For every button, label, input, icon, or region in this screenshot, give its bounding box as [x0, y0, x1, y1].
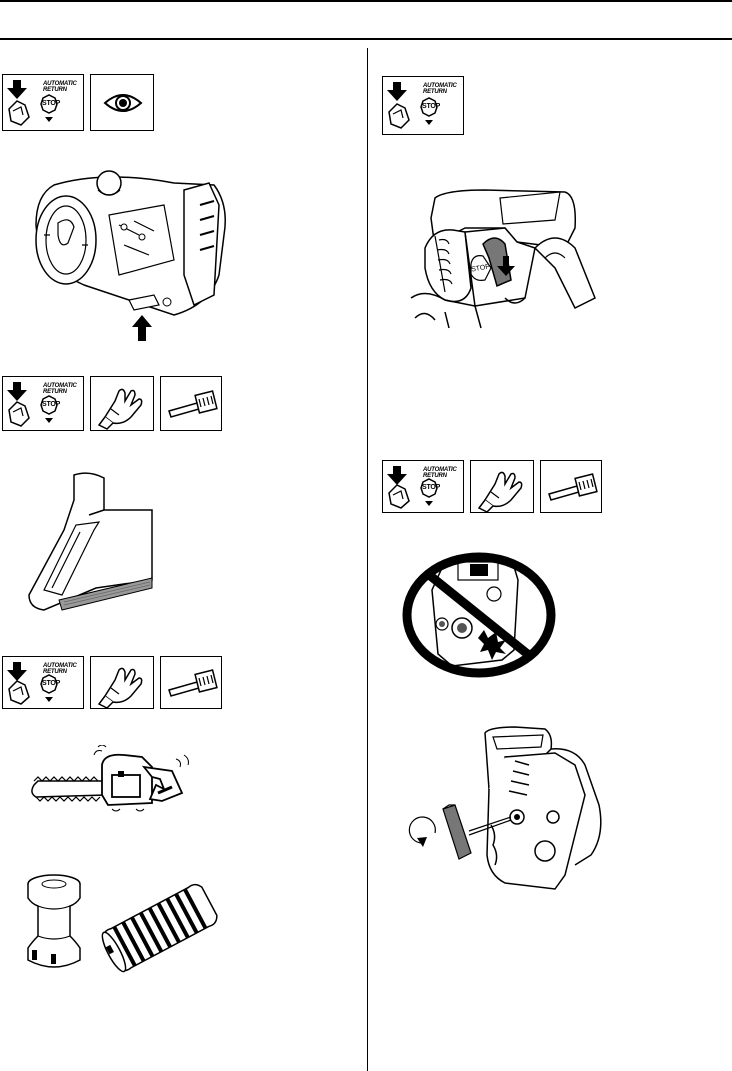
- auto-return-line2: RETURN: [423, 473, 447, 479]
- protective-glove-icon: [91, 657, 155, 710]
- stop-switch-illustration: STOP: [405, 188, 600, 333]
- auto-return-stop-symbol: AUTOMATIC RETURN STOP: [2, 656, 84, 709]
- brush-symbol: [160, 656, 222, 709]
- anti-vibration-elements-illustration: [24, 858, 244, 978]
- chain-catcher-illustration: [24, 470, 164, 620]
- auto-return-line2: RETURN: [43, 669, 67, 675]
- no-washing-icon: [407, 557, 551, 673]
- chainsaw-vibration-illustration: [24, 745, 194, 815]
- brush-symbol: [540, 460, 602, 513]
- stop-text: STOP: [42, 681, 60, 687]
- protective-glove-icon: [91, 377, 155, 432]
- protective-glove-icon: [471, 461, 535, 514]
- column-divider: [367, 48, 368, 1071]
- glove-symbol: [90, 376, 154, 431]
- glove-symbol: [90, 656, 154, 709]
- auto-return-stop-symbol: AUTOMATIC RETURN STOP: [2, 74, 84, 131]
- carburettor-adjustment-illustration: [405, 725, 615, 895]
- auto-return-stop-symbol: AUTOMATIC RETURN STOP: [2, 376, 84, 431]
- auto-return-line2: RETURN: [43, 389, 67, 395]
- auto-return-line2: RETURN: [423, 89, 447, 95]
- glove-symbol: [470, 460, 534, 513]
- rotate-icon: [409, 817, 435, 847]
- cleaning-brush-icon: [161, 377, 223, 432]
- stop-text: STOP: [422, 104, 440, 110]
- clutch-cover-illustration: [24, 165, 239, 345]
- auto-return-stop-symbol: AUTOMATIC RETURN STOP: [382, 460, 464, 513]
- header-rule-bottom: [0, 38, 732, 40]
- stop-text: STOP: [42, 402, 60, 408]
- header-rule-top: [0, 0, 732, 2]
- auto-return-stop-symbol: AUTOMATIC RETURN STOP: [382, 76, 464, 135]
- inspect-symbol: [90, 74, 154, 131]
- brush-symbol: [160, 376, 222, 431]
- eye-icon: [91, 75, 155, 132]
- stop-text: STOP: [422, 485, 440, 491]
- cleaning-brush-icon: [541, 461, 603, 514]
- no-washing-prohibition-illustration: [402, 550, 557, 680]
- cleaning-brush-icon: [161, 657, 223, 710]
- auto-return-line2: RETURN: [43, 87, 67, 93]
- stop-text: STOP: [42, 101, 60, 107]
